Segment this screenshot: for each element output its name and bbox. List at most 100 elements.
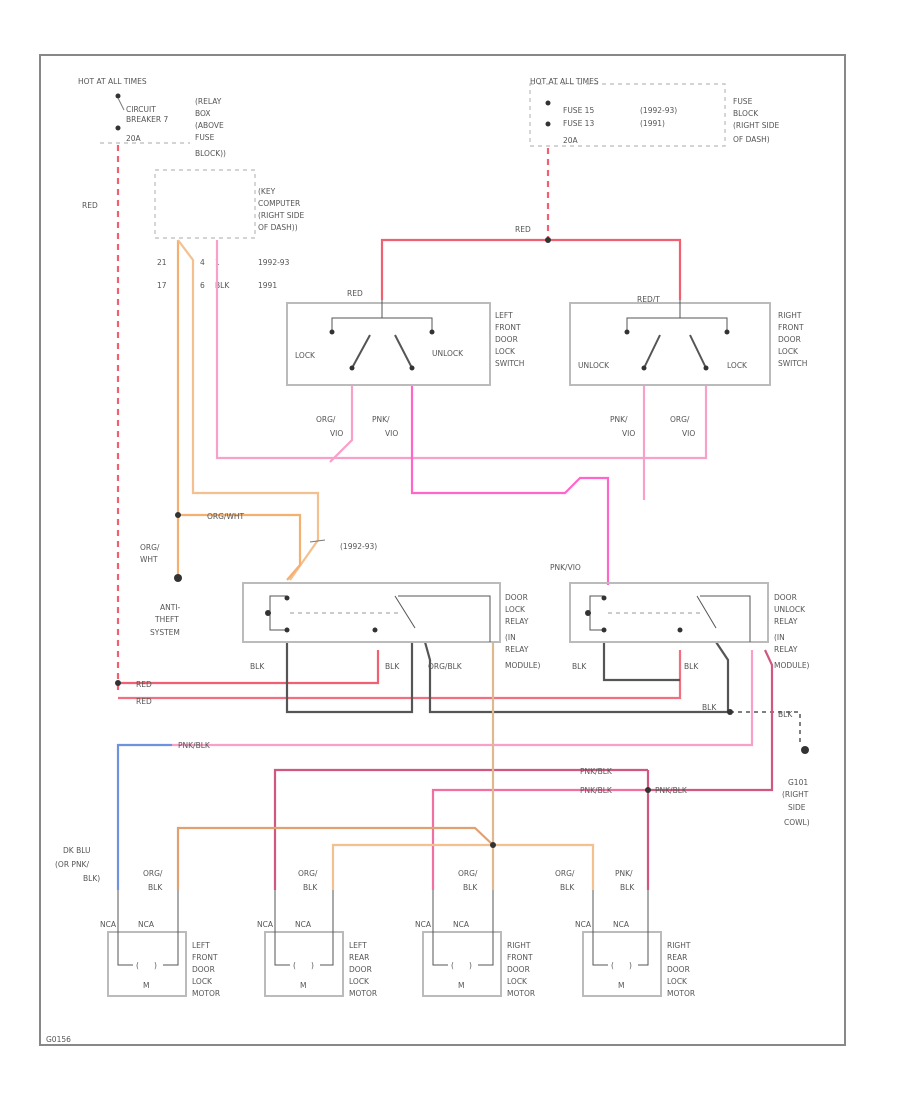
diagram-label: 4 [200, 258, 205, 267]
diagram-label: 20A [563, 136, 579, 145]
key-computer: (KEY COMPUTER (RIGHT SIDE OF DASH)) 21 4… [154, 169, 305, 290]
diagram-label: 20A [126, 134, 142, 143]
diagram-label: LEFT [349, 941, 367, 950]
diagram-label: (OR PNK/ [55, 860, 89, 869]
diagram-label: MODULE) [774, 661, 810, 670]
diagram-label: PNK/BLK [580, 767, 613, 776]
svg-text:): ) [469, 961, 472, 970]
diagram-label: RELAY [505, 617, 529, 626]
diagram-label: THEFT [154, 615, 179, 624]
diagram-label: RED [82, 201, 98, 210]
diagram-label: ORG/ [670, 415, 690, 424]
diagram-label: LEFT [495, 311, 513, 320]
power-source-left: HOT AT ALL TIMES CIRCUIT BREAKER 7 20A (… [78, 77, 226, 158]
diagram-label: (RIGHT SIDE [733, 121, 780, 130]
diagram-label: LOCK [727, 361, 748, 370]
diagram-label: BLK [385, 662, 400, 671]
diagram-label: RED/T [637, 295, 660, 304]
diagram-label: RELAY [774, 617, 798, 626]
diagram-label: RELAY [505, 645, 529, 654]
diagram-label: RIGHT [778, 311, 802, 320]
diagram-label: ORG/BLK [428, 662, 463, 671]
diagram-label: (RIGHT SIDE [258, 211, 305, 220]
diagram-label: (1991) [640, 119, 665, 128]
diagram-label: LOCK [495, 347, 516, 356]
diagram-label: (IN [774, 633, 785, 642]
diagram-code: G0156 [46, 1035, 71, 1044]
diagram-label: (1992-93) [640, 106, 677, 115]
diagram-label: UNLOCK [774, 605, 806, 614]
diagram-label: BOX [195, 109, 211, 118]
diagram-label: UNLOCK [578, 361, 610, 370]
diagram-label: FRONT [495, 323, 521, 332]
diagram-label: (1992-93) [340, 542, 377, 551]
diagram-label: DOOR [667, 965, 690, 974]
diagram-label: VIO [682, 429, 695, 438]
diagram-label: BLK [303, 883, 318, 892]
diagram-label: NCA [257, 920, 274, 929]
svg-text:(: ( [136, 961, 139, 970]
diagram-label: LOCK [507, 977, 528, 986]
diagram-label: LOCK [192, 977, 213, 986]
diagram-label: RELAY [774, 645, 798, 654]
diagram-label: BREAKER 7 [126, 115, 168, 124]
diagram-label: DOOR [495, 335, 518, 344]
diagram-label: FUSE [195, 133, 215, 142]
diagram-label: SWITCH [495, 359, 524, 368]
wire-labels: RED RED RED RED/T ORG/VIO PNK/VIO PNK/VI… [55, 201, 793, 892]
diagram-label: BLOCK)) [195, 149, 226, 158]
diagram-label: NCA [415, 920, 432, 929]
diagram-label: DK BLU [63, 846, 91, 855]
diagram-label: DOOR [778, 335, 801, 344]
diagram-label: PNK/BLK [178, 741, 211, 750]
diagram-label: PNK/ [615, 869, 633, 878]
door-unlock-relay: DOOR UNLOCK RELAY (IN RELAY MODULE) [569, 582, 810, 670]
diagram-label: VIO [385, 429, 398, 438]
svg-text:): ) [154, 961, 157, 970]
diagram-label: RIGHT [507, 941, 531, 950]
wires [115, 145, 809, 890]
svg-text:(: ( [293, 961, 296, 970]
diagram-label: FRONT [192, 953, 218, 962]
diagram-label: MOTOR [349, 989, 377, 998]
diagram-label: BLK [148, 883, 163, 892]
diagram-label: HOT AT ALL TIMES [530, 77, 599, 86]
diagram-label: LOCK [295, 351, 316, 360]
diagram-label: (IN [505, 633, 516, 642]
diagram-label: NCA [138, 920, 155, 929]
diagram-label: ORG/ [298, 869, 318, 878]
diagram-label: BLK [560, 883, 575, 892]
diagram-label: REAR [349, 953, 369, 962]
diagram-label: M [618, 981, 624, 990]
diagram-label: BLK [572, 662, 587, 671]
diagram-label: ORG/ [458, 869, 478, 878]
diagram-label: RED [136, 680, 152, 689]
diagram-label: NCA [575, 920, 592, 929]
diagram-label: BLK [215, 281, 230, 290]
diagram-label: (ABOVE [195, 121, 224, 130]
diagram-label: PNK/ [372, 415, 390, 424]
diagram-label: LOCK [349, 977, 370, 986]
diagram-label: PNK/ [610, 415, 628, 424]
diagram-label: COWL) [784, 818, 810, 827]
diagram-label: M [143, 981, 149, 990]
diagram-label: MOTOR [192, 989, 220, 998]
diagram-label: NCA [613, 920, 630, 929]
diagram-label: BLK [620, 883, 635, 892]
diagram-label: BLOCK [733, 109, 759, 118]
diagram-label: PNK/BLK [580, 786, 613, 795]
diagram-label: (KEY [258, 187, 276, 196]
diagram-label: MOTOR [507, 989, 535, 998]
diagram-label: DOOR [774, 593, 797, 602]
diagram-label: 21 [157, 258, 167, 267]
diagram-label: MODULE) [505, 661, 541, 670]
diagram-label: NCA [453, 920, 470, 929]
diagram-label: BLK) [83, 874, 100, 883]
diagram-label: 1991 [258, 281, 277, 290]
